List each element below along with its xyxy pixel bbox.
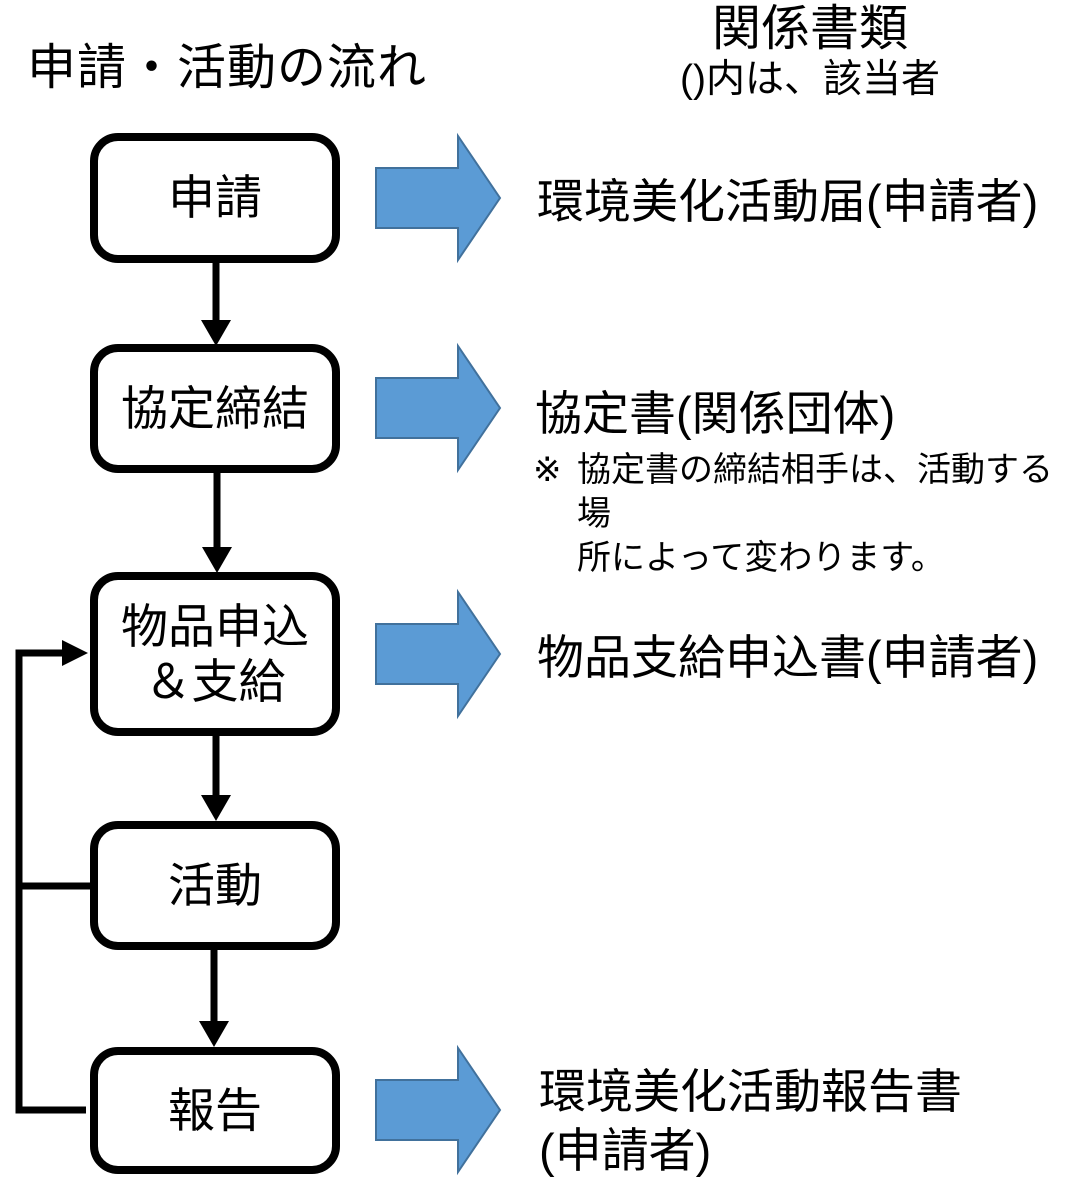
doc-label-activity-notification: 環境美化活動届(申請者) [537, 175, 1039, 228]
doc-label-goods-supply-form: 物品支給申込書(申請者) [537, 631, 1039, 684]
blue-right-arrow-3 [375, 588, 502, 720]
down-arrow-step2-step3 [202, 473, 232, 573]
doc-note-agreement: ※ 協定書の締結相手は、活動する場 所によって変わります。 [533, 449, 1063, 581]
page-title: 申請・活動の流れ [27, 41, 428, 95]
doc-label-agreement: 協定書(関係団体) [535, 387, 896, 440]
down-arrow-step4-step5 [199, 950, 229, 1047]
right-header: 関係書類 ()内は、該当者 [550, 2, 1067, 102]
down-arrow-step3-step4 [201, 736, 231, 821]
flow-step-goods-request-supply: 物品申込 ＆支給 [90, 572, 340, 736]
doc-label-activity-report: 環境美化活動報告書 (申請者) [539, 1065, 962, 1178]
flow-step-application: 申請 [90, 133, 340, 263]
right-header-title: 関係書類 [711, 2, 908, 56]
right-header-subtitle: ()内は、該当者 [680, 57, 940, 101]
blue-right-arrow-1 [375, 132, 502, 264]
note-text: 協定書の締結相手は、活動する場 所によって変わります。 [577, 451, 1053, 577]
flow-step-agreement: 協定締結 [90, 344, 340, 473]
flow-step-activity: 活動 [90, 821, 340, 950]
blue-right-arrow-4 [375, 1044, 502, 1176]
blue-right-arrow-2 [375, 342, 502, 474]
note-marker: ※ [533, 451, 562, 489]
loop-back-line [15, 649, 90, 1114]
flow-step-report: 報告 [90, 1047, 340, 1174]
down-arrow-step1-step2 [201, 263, 231, 346]
loop-back-arrowhead [62, 640, 88, 666]
